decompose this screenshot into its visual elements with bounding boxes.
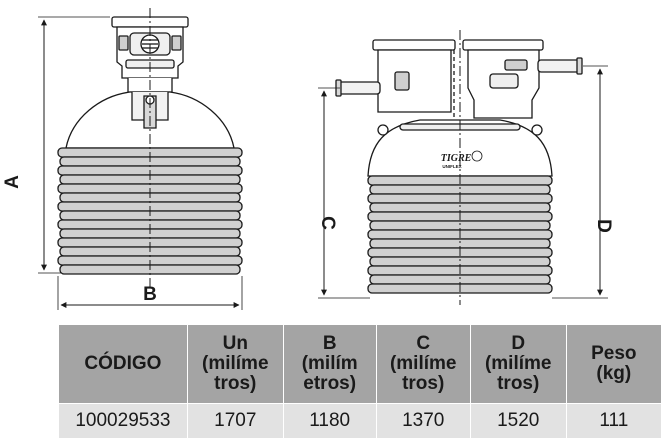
header-text: etros) <box>303 373 357 394</box>
dimension-d-label: D <box>593 219 614 233</box>
header-codigo: CÓDIGO <box>58 324 188 404</box>
table-row: 100029533 1707 1180 1370 1520 111 <box>58 403 663 439</box>
dimension-b-label: B <box>143 284 157 305</box>
cell-d: 1520 <box>469 403 567 439</box>
header-text: (milím <box>301 353 358 374</box>
cell-codigo: 100029533 <box>58 403 188 439</box>
dimension-c-label: C <box>317 216 338 230</box>
header-text: (kg) <box>596 363 632 384</box>
header-text: tros) <box>402 373 445 394</box>
cell-un: 1707 <box>186 403 284 439</box>
header-text: (milíme <box>389 353 457 374</box>
cell-b: 1180 <box>282 403 377 439</box>
dimension-b <box>57 276 243 310</box>
cell-c: 1370 <box>375 403 471 439</box>
header-text: D <box>511 333 526 354</box>
header-text: Peso <box>591 343 637 364</box>
header-text: C <box>416 333 431 354</box>
left-tank <box>57 16 243 275</box>
dimension-d <box>552 65 608 299</box>
brand-logo-subtext: UNIFLEX <box>442 164 461 169</box>
brand-logo-text: TIGRE <box>441 153 472 164</box>
brand-logo: TIGRE UNIFLEX <box>441 150 483 169</box>
header-text: (milíme <box>202 353 269 374</box>
header-text: Un <box>222 333 248 354</box>
header-text: tros) <box>497 373 540 394</box>
dimension-c <box>318 87 370 299</box>
header-text: (milíme <box>484 353 552 374</box>
technical-drawing: A B <box>2 8 614 310</box>
dimension-a-label: A <box>2 175 23 189</box>
cell-peso: 111 <box>565 403 663 439</box>
header-text: CÓDIGO <box>84 353 162 374</box>
header-peso: Peso(kg) <box>565 324 663 404</box>
header-text: B <box>322 333 337 354</box>
header-text: tros) <box>214 373 257 394</box>
dimension-a <box>38 16 110 274</box>
